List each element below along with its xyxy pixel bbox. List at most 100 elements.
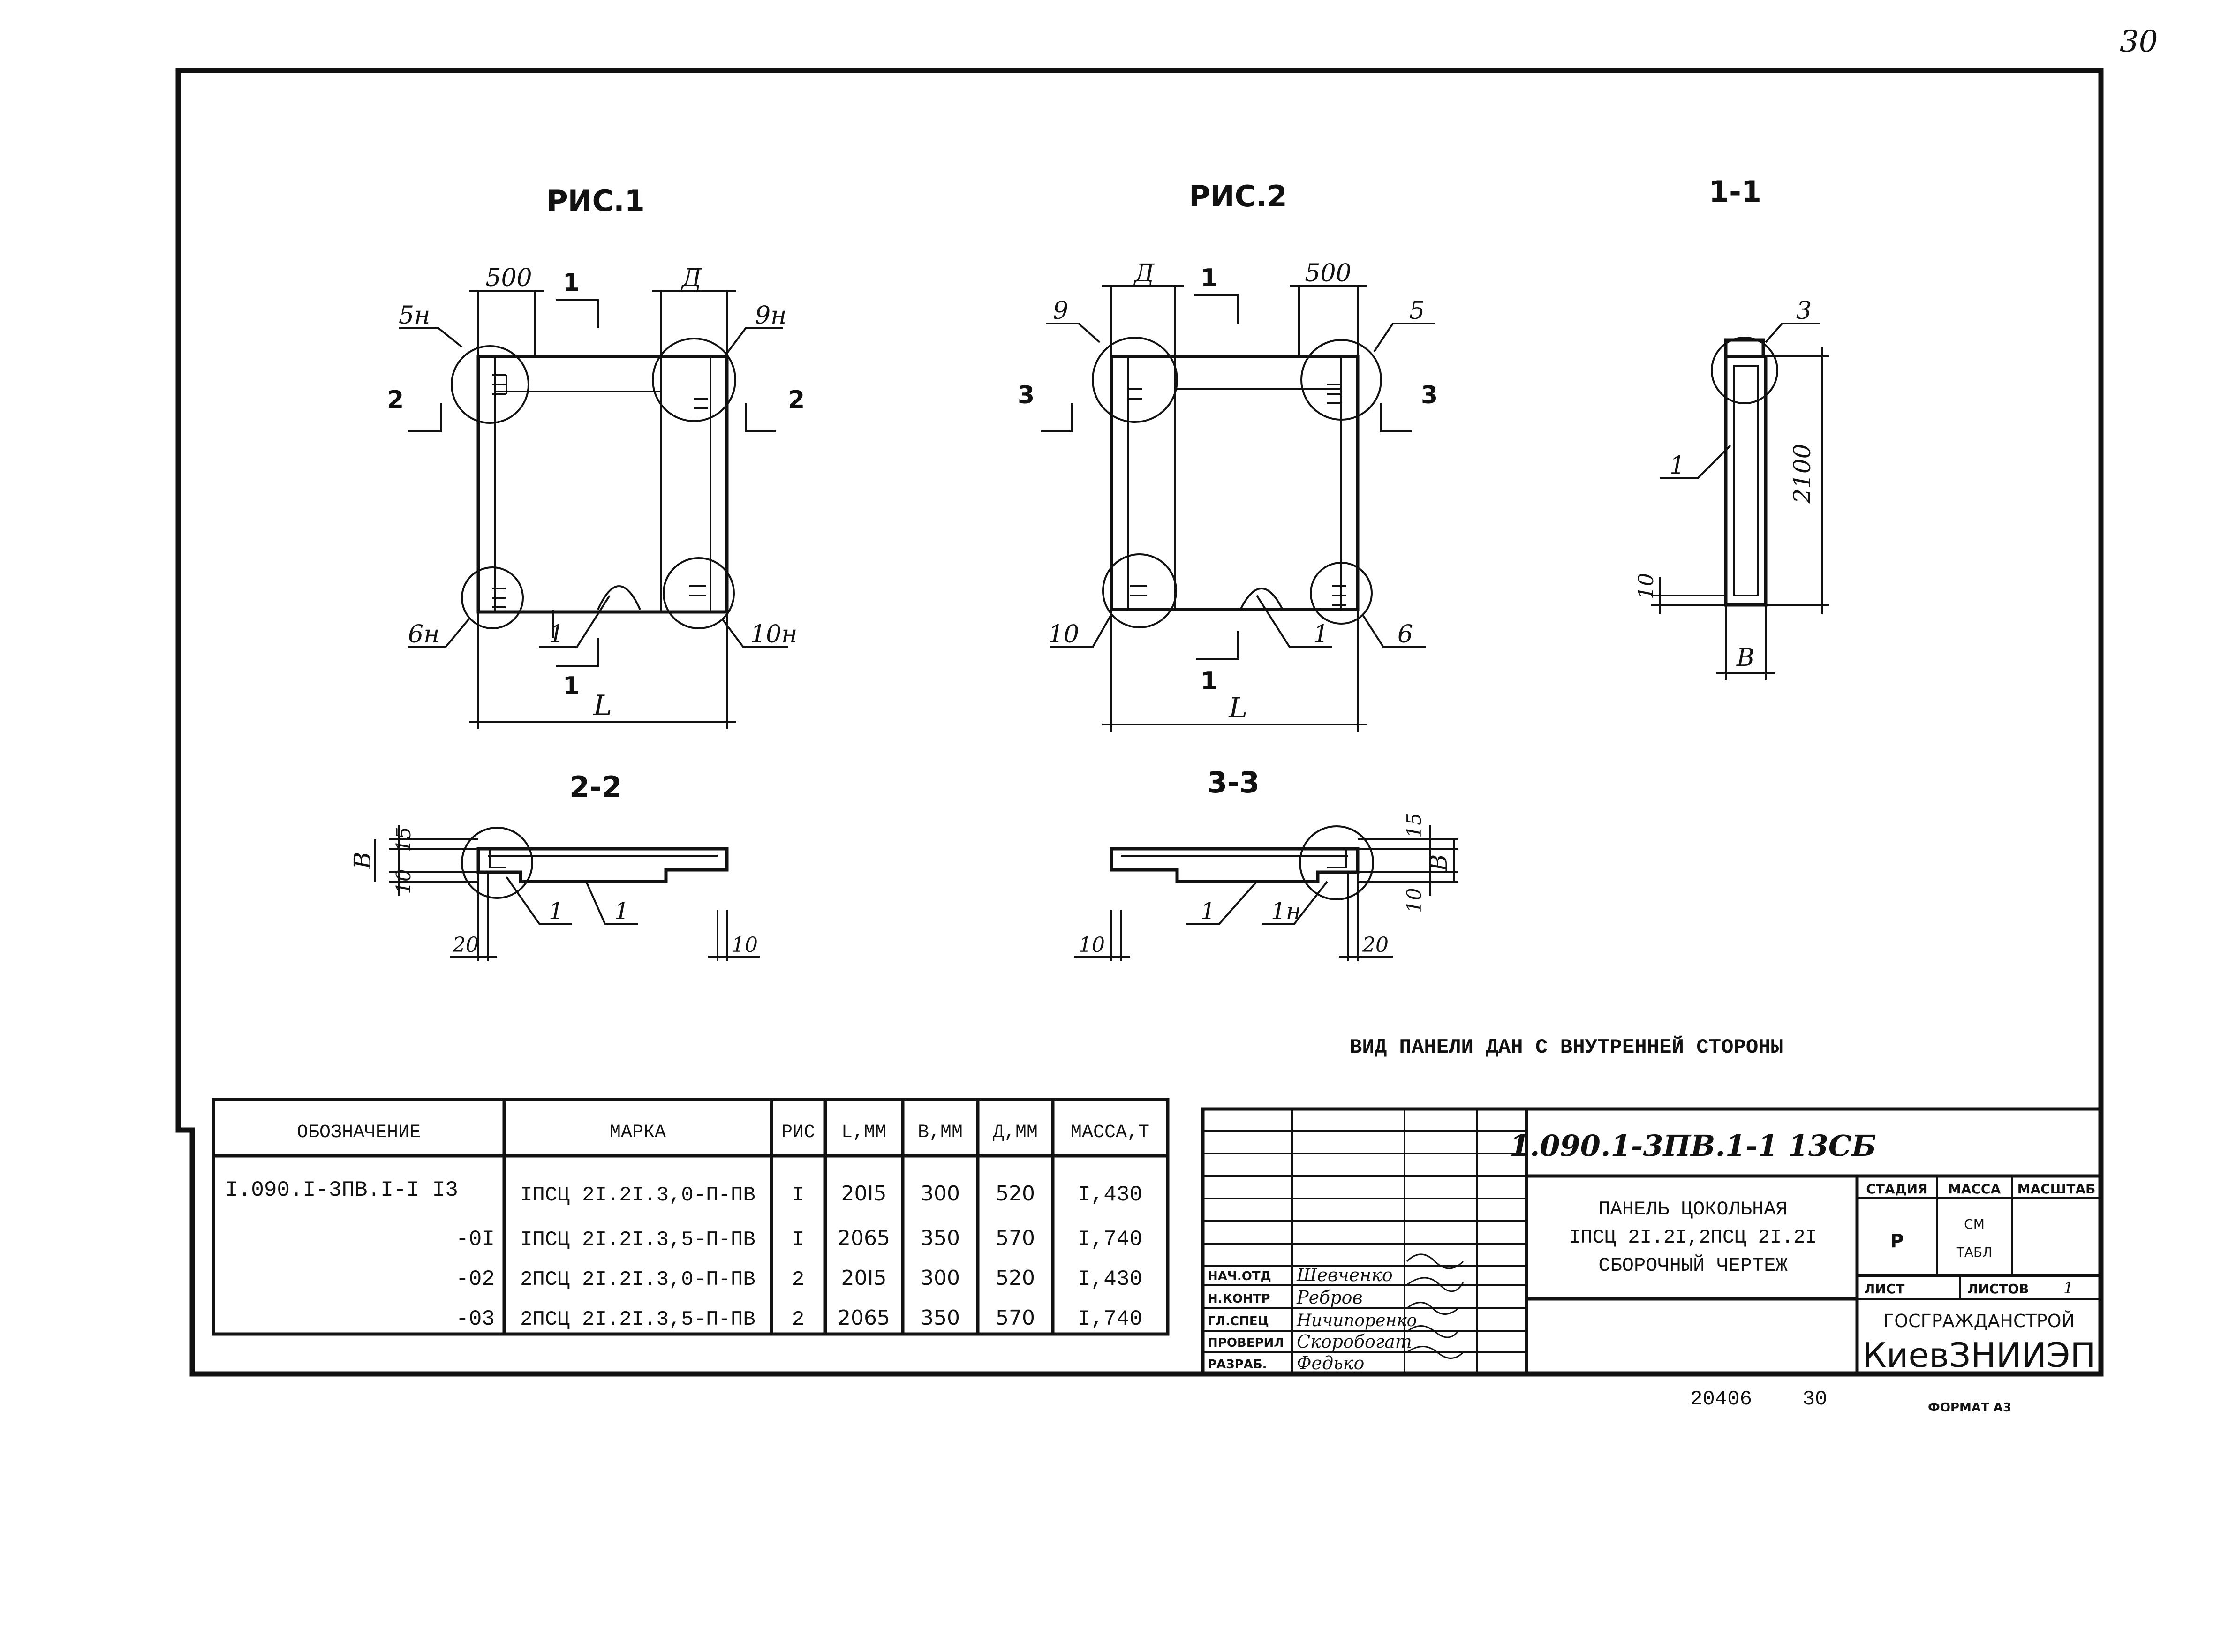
archive-number: 20406: [1690, 1388, 1752, 1411]
sec33-detail-circle: [1299, 825, 1374, 900]
role-2: ГЛ.СПЕЦ: [1208, 1314, 1269, 1328]
stage-header: СТАДИЯ: [1866, 1181, 1927, 1197]
table-row-0-designation: I.090.I-3ПВ.I-I I3: [225, 1178, 458, 1202]
fig1-detail-6n-circle: [461, 566, 524, 629]
fig2-cut-3-right: 3: [1421, 381, 1438, 409]
sec33-dim-20: 20: [1362, 933, 1389, 957]
table-row-3-mark: 2ПСЦ 2I.2I.3,5-П-ПВ: [520, 1308, 755, 1331]
role-2-name: Ничипоренко: [1296, 1311, 1417, 1330]
figure-2: РИС.2 Д 500 1 1 3 3 9 5: [1018, 179, 1438, 732]
fig1-label-9n: 9н: [755, 302, 786, 330]
scale-header: МАСШТАБ: [2017, 1181, 2096, 1197]
footer-sheet-number: 30: [1803, 1388, 1828, 1411]
fig2-label-9: 9: [1053, 297, 1068, 325]
fig2-label-10: 10: [1048, 620, 1079, 649]
fig1-dim-d: Д: [681, 264, 703, 292]
spec-header-mark: МАРКА: [610, 1122, 666, 1143]
table-row-2-fig: 2: [792, 1268, 804, 1291]
sheet-frame: [175, 68, 2104, 1377]
sec11-profile: [1724, 355, 1768, 607]
table-row-3-mass: I,740: [1078, 1307, 1142, 1331]
role-4-name: Федько: [1297, 1353, 1364, 1373]
title-block: НАЧ.ОТД Шевченко Н.КОНТР Ребров ГЛ.СПЕЦ …: [1201, 1107, 2103, 1376]
signatures: [1406, 1253, 1464, 1359]
fig2-title: РИС.2: [1189, 179, 1287, 213]
table-row-1-designation: -0I: [456, 1227, 495, 1252]
role-3: ПРОВЕРИЛ: [1208, 1336, 1284, 1350]
fig1-label-6n: 6н: [408, 620, 439, 649]
fig2-dim-500: 500: [1305, 259, 1351, 287]
table-row-0-b: 300: [921, 1182, 960, 1206]
table-row-3-designation: -03: [456, 1307, 495, 1331]
spec-header-designation: ОБОЗНАЧЕНИЕ: [297, 1122, 421, 1143]
section-3-3: 3-3 15 В 10 10 20 1 1н: [1074, 765, 1458, 961]
sec33-dim-10b: 10: [1079, 933, 1105, 957]
spec-header-b: В,ММ: [918, 1122, 963, 1143]
table-row-2-mark: 2ПСЦ 2I.2I.3,0-П-ПВ: [520, 1268, 755, 1291]
table-row-2-mass: I,430: [1078, 1267, 1142, 1291]
sheets-label: ЛИСТОВ: [1967, 1281, 2029, 1297]
sec11-dim-10: 10: [1634, 573, 1658, 599]
table-row-2-l: 20I5: [841, 1266, 887, 1290]
table-row-3-b: 350: [921, 1306, 960, 1330]
fig2-label-6: 6: [1398, 620, 1413, 649]
fig1-panel-outline: [476, 355, 729, 614]
table-row-0-mass: I,430: [1078, 1183, 1142, 1207]
section-1-1: 1-1 3 1 2100 10 В: [1634, 174, 1829, 680]
fig1-cut-1-bottom: 1: [563, 672, 580, 700]
table-row-0-fig: I: [792, 1184, 804, 1207]
fig1-label-1: 1: [549, 620, 564, 649]
fig2-panel-outline: [1110, 355, 1360, 611]
figure-1: РИС.1 500 Д 1 1: [387, 184, 805, 729]
sec22-dim-b: В: [349, 852, 376, 870]
sheets-value: 1: [2063, 1279, 2074, 1297]
table-row-1-mass: I,740: [1078, 1227, 1142, 1252]
sec22-dim-10: 10: [392, 869, 415, 894]
role-1: Н.КОНТР: [1208, 1292, 1270, 1306]
sheet-label: ЛИСТ: [1864, 1281, 1904, 1297]
fig2-label-1: 1: [1313, 620, 1329, 649]
fig2-label-5: 5: [1409, 297, 1425, 325]
table-row-2-designation: -02: [456, 1267, 495, 1291]
sec11-title: 1-1: [1709, 174, 1761, 209]
fig2-detail-5-circle: [1300, 339, 1382, 421]
table-row-0-mark: IПСЦ 2I.2I.3,0-П-ПВ: [520, 1184, 755, 1207]
title-line-1: ПАНЕЛЬ ЦОКОЛЬНАЯ: [1598, 1198, 1787, 1221]
spec-header-l: L,ММ: [841, 1122, 886, 1143]
sec11-dim-2100: 2100: [1789, 444, 1816, 504]
table-row-0-d: 520: [996, 1182, 1035, 1206]
sec33-dim-10: 10: [1403, 888, 1426, 913]
role-0: НАЧ.ОТД: [1208, 1269, 1271, 1283]
section-2-2: 2-2 15 В 10 20 10 1 1: [349, 770, 760, 961]
sec33-profile: [1110, 847, 1360, 883]
mass-header: МАССА: [1948, 1181, 2001, 1197]
sec11-dim-b: В: [1736, 644, 1754, 672]
sec33-dim-15: 15: [1403, 813, 1426, 837]
table-row-1-mark: IПСЦ 2I.2I.3,5-П-ПВ: [520, 1228, 755, 1252]
role-0-name: Шевченко: [1296, 1265, 1393, 1285]
view-note: ВИД ПАНЕЛИ ДАН С ВНУТРЕННЕЙ СТОРОНЫ: [1350, 1035, 1783, 1059]
mass-value-2: ТАБЛ: [1956, 1245, 1993, 1260]
sec22-title: 2-2: [569, 770, 622, 804]
fig1-cut-2-right: 2: [788, 386, 805, 414]
fig1-detail-10n-circle: [663, 557, 735, 629]
role-4: РАЗРАБ.: [1208, 1358, 1267, 1372]
spec-header-fig: РИС: [781, 1122, 815, 1143]
table-row-1-b: 350: [921, 1226, 960, 1250]
fig2-cut-3-left: 3: [1018, 381, 1035, 409]
sec22-label-1a: 1: [549, 898, 564, 925]
sec11-label-1: 1: [1670, 452, 1685, 480]
fig1-label-5n: 5н: [399, 302, 430, 330]
sec22-profile: [476, 847, 729, 883]
table-row-3-l: 2065: [838, 1306, 890, 1330]
mass-value-1: СМ: [1964, 1216, 1985, 1232]
sec11-label-3: 3: [1796, 297, 1812, 325]
fig2-dim-d: Д: [1133, 259, 1155, 287]
stage-value: Р: [1890, 1230, 1904, 1252]
spec-header-mass: МАССА,Т: [1071, 1122, 1149, 1143]
spec-header-d: Д,ММ: [993, 1122, 1038, 1143]
fig1-cut-2-left: 2: [387, 386, 404, 414]
fig1-cut-1-top: 1: [563, 269, 580, 297]
org-line-2: КиевЗНИИЭП: [1862, 1335, 2095, 1375]
